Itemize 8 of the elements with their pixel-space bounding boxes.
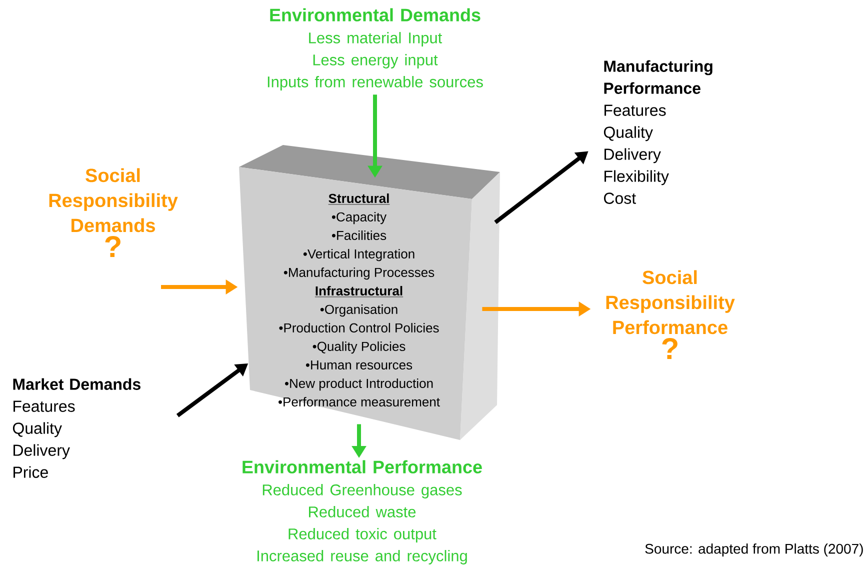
demands-text: Market Demands Features Quality Delivery Price [12,378,140,478]
performance-text: Social Responsibility Performance ? [606,270,735,359]
demands-text: Social Responsibility Demands ? [49,168,178,257]
demands-text: Environmental Demands Less material Input Less energy input Inputs from renewable sources [268,8,483,90]
performance-text: Manufacturing Performance Features Quality Delivery Flexibility Cost [604,60,712,204]
source-note: Source: adapted from Platts (2007) [645,543,863,557]
performance-text: Environmental Performance Reduced Greenhouse gases Reduced waste Reduced toxic output Increased reuse and recycling [242,460,482,564]
block-drawing: Structural •Capacity •Facilities •Vertical Integration •Manufacturing Processes Infrastructural •Organisation •Production Control Policies •Quality Policies •Human resources •New product Introduction •Performance measurement [239,145,500,440]
